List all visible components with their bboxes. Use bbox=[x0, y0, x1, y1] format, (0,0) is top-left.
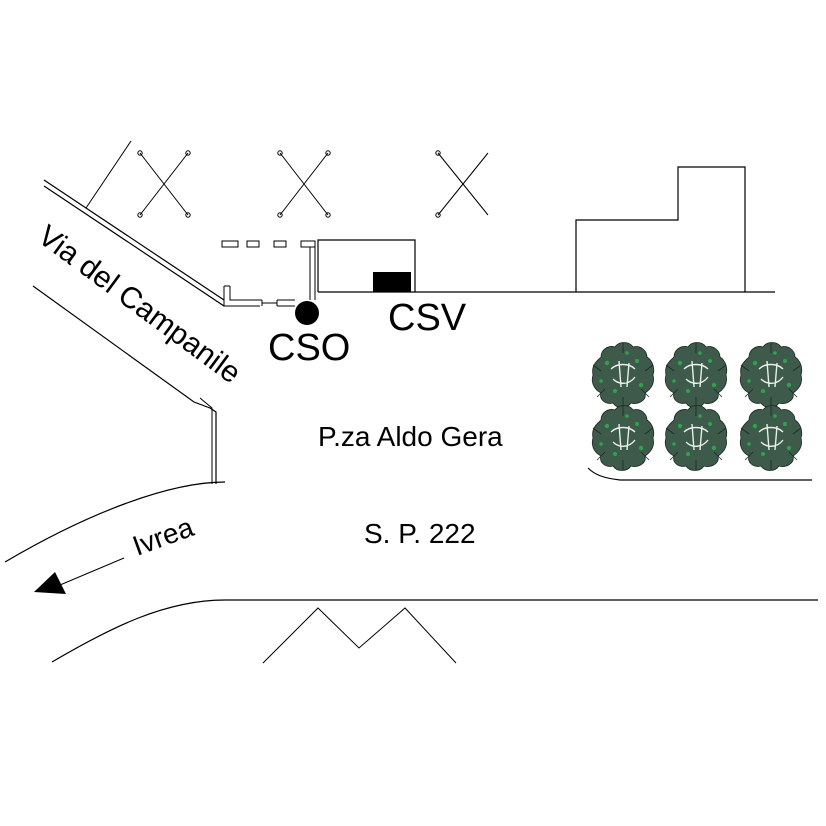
arrow-left-icon bbox=[34, 572, 66, 594]
x-cross-icon bbox=[137, 150, 191, 218]
pipe-connector bbox=[223, 247, 316, 307]
embankment-symbol bbox=[262, 607, 457, 664]
direction-arrow bbox=[34, 557, 125, 594]
cso-marker[interactable] bbox=[295, 301, 319, 325]
x-cross-icon bbox=[435, 150, 489, 218]
square-label: P.za Aldo Gera bbox=[318, 421, 503, 452]
bush-icon bbox=[591, 341, 655, 409]
x-cross-icon bbox=[277, 150, 331, 218]
csv-marker[interactable] bbox=[373, 272, 411, 292]
bush-grid bbox=[591, 341, 803, 472]
bush-icon bbox=[739, 404, 803, 472]
bush-icon bbox=[664, 341, 728, 409]
road-edges bbox=[4, 467, 818, 663]
road-label: S. P. 222 bbox=[364, 518, 476, 549]
cso-label: CSO bbox=[268, 327, 350, 369]
small-boxes bbox=[221, 240, 316, 248]
bush-icon bbox=[739, 341, 803, 409]
bush-icon bbox=[664, 404, 728, 472]
street-edges bbox=[32, 140, 225, 484]
csv-label: CSV bbox=[388, 297, 467, 339]
street-label: Via del Campanile bbox=[32, 219, 247, 390]
direction-label: Ivrea bbox=[128, 511, 197, 562]
bush-icon bbox=[591, 404, 655, 472]
post-group bbox=[137, 150, 489, 218]
